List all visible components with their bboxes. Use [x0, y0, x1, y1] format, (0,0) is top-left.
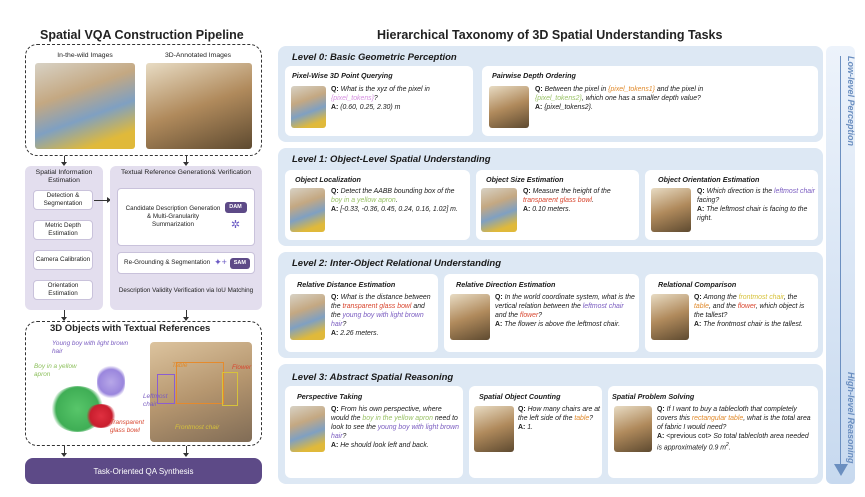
l2-card-3-title: Relational Comparison: [658, 280, 737, 289]
spatial-info-title: Spatial Information Estimation: [35, 169, 93, 185]
l2-card-1-qa: Q: What is the distance between the tran…: [331, 294, 431, 337]
boy-hair-pointcloud: [97, 364, 125, 400]
bowl-pointcloud: [85, 404, 117, 428]
l3-card-3-image: [614, 406, 652, 452]
pipeline-title: Spatial VQA Construction Pipeline: [40, 28, 244, 42]
metric-depth-step: Metric Depth Estimation: [33, 220, 93, 240]
l2-card-2-image: [450, 294, 490, 340]
l0-card-2-image: [489, 86, 529, 128]
annotated-image: [146, 63, 252, 149]
label-frontmost: Frontmost chair: [175, 424, 220, 431]
model-icon: ✦+: [214, 257, 227, 268]
side-top-label: Low-level Perception: [846, 56, 856, 147]
l3-card-3-title: Spatial Problem Solving: [612, 392, 695, 401]
l3-card-1-title: Perspective Taking: [297, 392, 363, 401]
l2-card-1-title: Relative Distance Estimation: [297, 280, 396, 289]
room-pointcloud: [150, 342, 252, 442]
qa-synthesis-box: Task-Oriented QA Synthesis: [25, 458, 262, 484]
candidate-step: Candidate Description Generation & Multi…: [117, 188, 255, 246]
l0-card-2-qa: Q: Between the pixel in {pixel_tokens1} …: [535, 86, 704, 111]
l2-card-3-image: [651, 294, 689, 340]
detection-step: Detection & Segmentation: [33, 190, 93, 210]
l1-card-1-qa: Q: Detect the AABB bounding box of the b…: [331, 188, 458, 213]
l2-card-3-qa: Q: Among the frontmost chair, the table,…: [694, 294, 805, 328]
image-sources-box: [25, 44, 262, 156]
objects-box: [25, 321, 262, 446]
l1-card-3-qa: Q: Which direction is the leftmost chair…: [697, 188, 815, 222]
l2-card-2-title: Relative Direction Estimation: [456, 280, 556, 289]
textual-ref-title: Textual Reference Generation& Verificati…: [121, 169, 251, 176]
in-the-wild-label: In-the-wild Images: [57, 52, 113, 59]
in-the-wild-image: [35, 63, 135, 149]
level-3-title: Level 3: Abstract Spatial Reasoning: [292, 372, 454, 383]
taxonomy-title: Hierarchical Taxonomy of 3D Spatial Unde…: [377, 28, 723, 42]
l1-card-2-image: [481, 188, 517, 232]
l0-card-2: [482, 66, 818, 136]
label-flower: Flower: [232, 364, 252, 371]
candidate-label: Candidate Description Generation & Multi…: [125, 205, 221, 228]
l1-card-3-title: Object Orientation Estimation: [658, 175, 760, 184]
l3-card-2-image: [474, 406, 514, 452]
openai-icon: ✲: [230, 218, 241, 231]
leftmost-chair-bbox: [157, 374, 175, 404]
validity-step: Description Validity Verification via Io…: [118, 287, 254, 295]
l2-card-1-image: [290, 294, 325, 340]
regrounding-label: Re-Grounding & Segmentation: [124, 259, 211, 267]
annotated-label: 3D-Annotated Images: [164, 52, 232, 59]
label-boy-hair: Young boy with light brown hair: [52, 340, 129, 355]
l0-card-1-title: Pixel-Wise 3D Point Querying: [292, 71, 393, 80]
l3-card-3-qa: Q: If I want to buy a tablecloth that co…: [657, 406, 811, 452]
objects-title: 3D Objects with Textual References: [50, 323, 211, 334]
camera-step: Camera Calibration: [33, 250, 93, 270]
frontmost-chair-bbox: [222, 372, 238, 406]
sam-icon: SAM: [229, 257, 250, 269]
l3-card-2-title: Spatial Object Counting: [479, 392, 561, 401]
l1-card-1-image: [290, 188, 325, 232]
regrounding-step: Re-Grounding & Segmentation ✦+ SAM: [117, 252, 255, 274]
l1-card-1-title: Object Localization: [295, 175, 361, 184]
l1-card-2-qa: Q: Measure the height of the transparent…: [523, 188, 611, 213]
l1-card-2-title: Object Size Estimation: [486, 175, 564, 184]
dam-icon: DAM: [224, 201, 247, 213]
l3-card-2-qa: Q: How many chairs are at the left side …: [518, 406, 600, 431]
label-boy-apron: Boy in a yellow apron: [34, 363, 77, 378]
level-1-title: Level 1: Object-Level Spatial Understand…: [292, 154, 491, 165]
table-bbox: [176, 362, 224, 404]
l0-card-1-image: [291, 86, 326, 128]
level-2-title: Level 2: Inter-Object Relational Underst…: [292, 258, 502, 269]
label-table: Table: [172, 362, 188, 369]
l2-card-2-qa: Q: In the world coordinate system, what …: [495, 294, 635, 328]
side-bottom-label: High-level Reasoning: [846, 372, 856, 464]
l1-card-3-image: [651, 188, 691, 232]
label-leftmost: Leftmost chair: [143, 393, 168, 408]
l3-card-1-image: [290, 406, 325, 452]
level-0-title: Level 0: Basic Geometric Perception: [292, 52, 457, 63]
l0-card-1-qa: Q: What is the xyz of the pixel in {pixe…: [331, 86, 430, 111]
label-bowl: Transparent glass bowl: [110, 419, 144, 434]
orientation-step: Orientation Estimation: [33, 280, 93, 300]
l0-card-2-title: Pairwise Depth Ordering: [492, 71, 576, 80]
l3-card-1-qa: Q: From his own perspective, where would…: [331, 406, 459, 449]
